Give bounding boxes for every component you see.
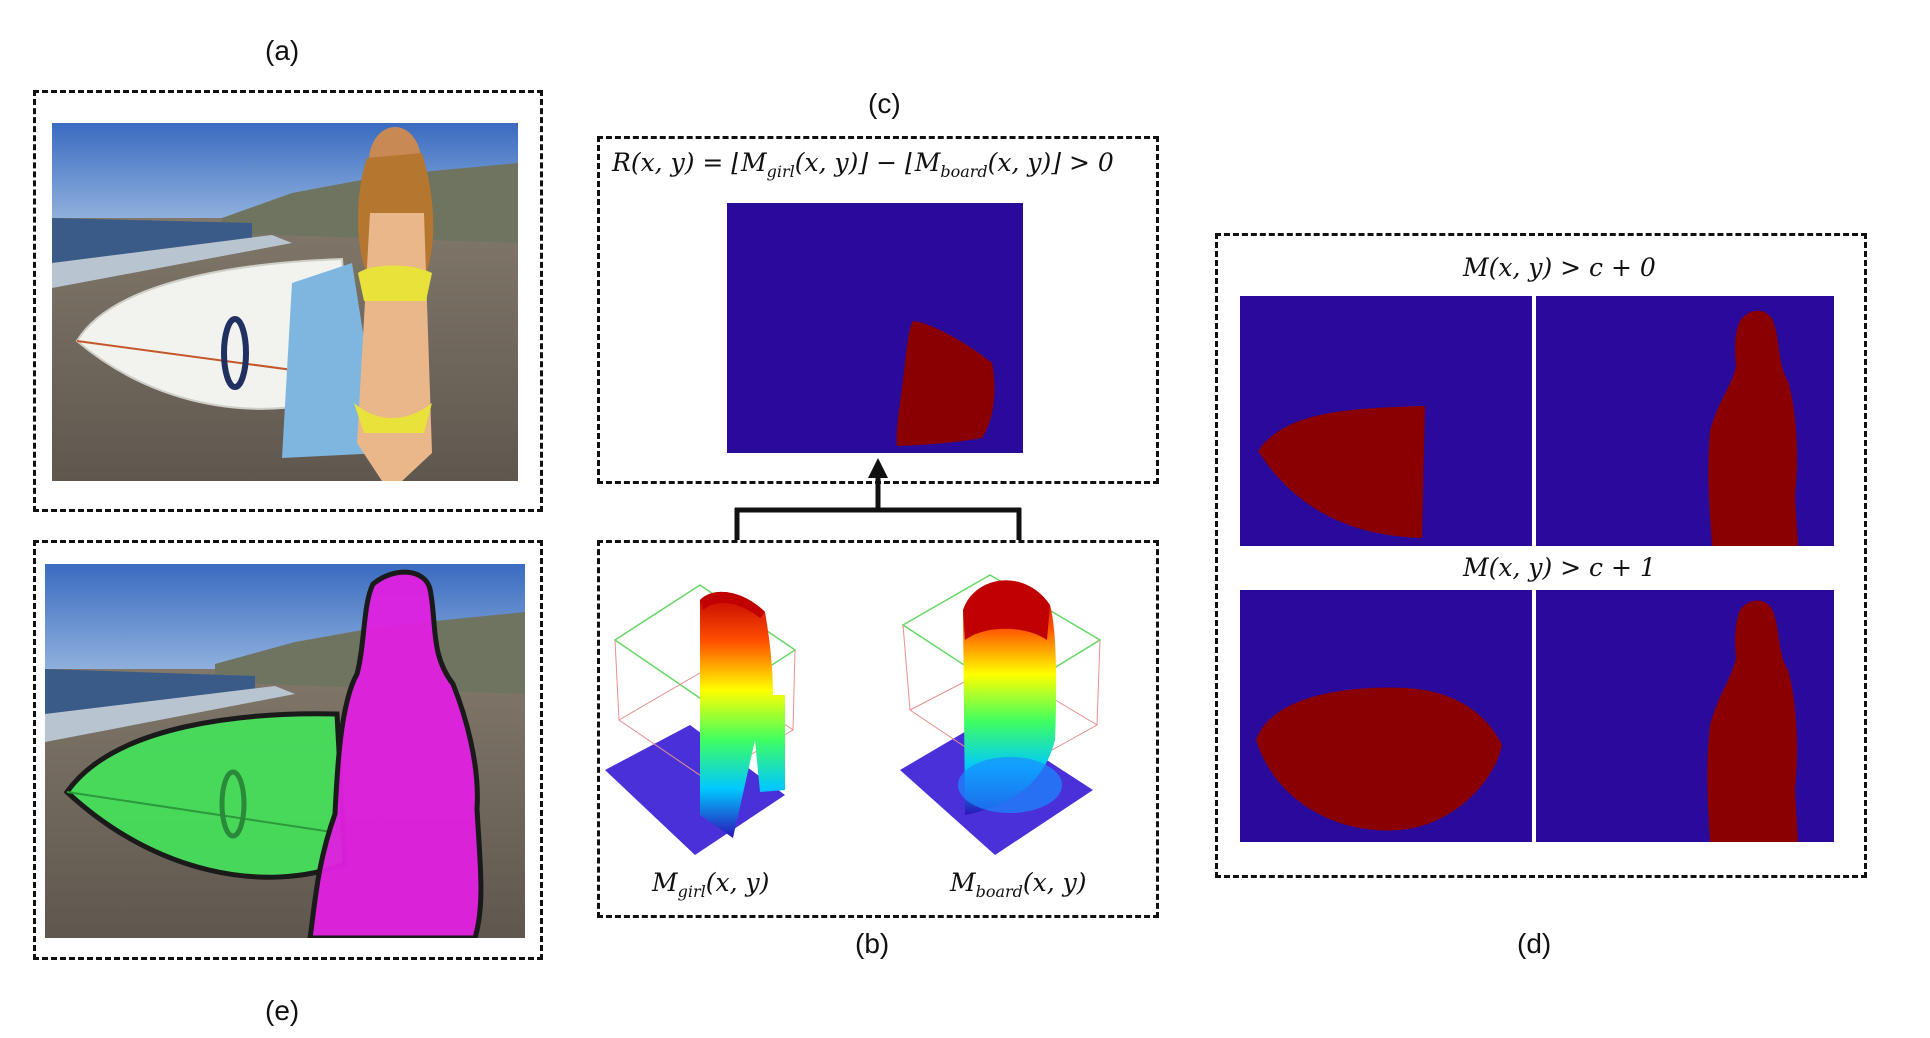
- threshold-masks-top: [1240, 296, 1834, 546]
- segmentation-overlay: [45, 564, 525, 938]
- surface-girl: [605, 584, 797, 855]
- panel-label-c: (c): [868, 88, 901, 119]
- girl-mask-top: [1708, 310, 1798, 546]
- girl-mask-bottom: [1707, 600, 1798, 842]
- residual-mask: [727, 203, 1023, 453]
- surface-board-label: Mboard(x, y): [950, 868, 1087, 901]
- board-mask-bottom: [1256, 687, 1502, 831]
- surface-girl-label: Mgirl(x, y): [652, 868, 770, 901]
- board-mask-top: [1258, 406, 1425, 538]
- panel-label-a: (a): [265, 35, 300, 66]
- threshold-formula-top: M(x, y) > c + 0: [1463, 253, 1656, 282]
- residual-formula: R(x, y) = ⌊Mgirl(x, y)⌋ − ⌊Mboard(x, y)⌋…: [612, 148, 1114, 181]
- panel-label-e: (e): [265, 995, 300, 1026]
- threshold-formula-bottom: M(x, y) > c + 1: [1463, 553, 1656, 582]
- original-photo: [52, 123, 518, 481]
- girl-segment: [307, 569, 484, 938]
- surface-board: [900, 574, 1102, 855]
- panel-label-b: (b): [855, 928, 890, 959]
- surface-plots: [605, 574, 1102, 855]
- threshold-masks-bottom: [1240, 590, 1834, 842]
- panel-label-d: (d): [1517, 928, 1552, 959]
